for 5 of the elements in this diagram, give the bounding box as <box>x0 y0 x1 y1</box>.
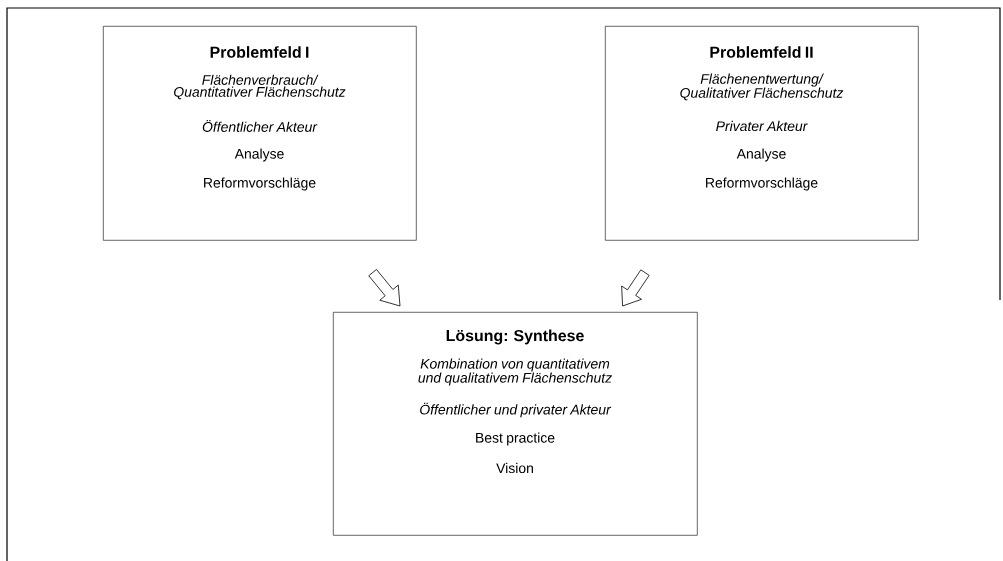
block-arrow <box>621 269 650 307</box>
text-box: Lösung: Synthese Kombination von quantitativem und qualitativem Flächenschutz Öffentlicher und privater Akteur Best practice Vision <box>333 312 698 536</box>
block-arrow <box>368 269 401 307</box>
text-box: Problemfeld I Flächenverbrauch/ Quantitativer Flächenschutz Öffentlicher Akteur Analyse Reformvorschläge <box>103 26 417 241</box>
text-box: Problemfeld II Flächenentwertung/ Qualitativer Flächenschutz Privater Akteur Analyse Reformvorschläge <box>605 26 919 241</box>
